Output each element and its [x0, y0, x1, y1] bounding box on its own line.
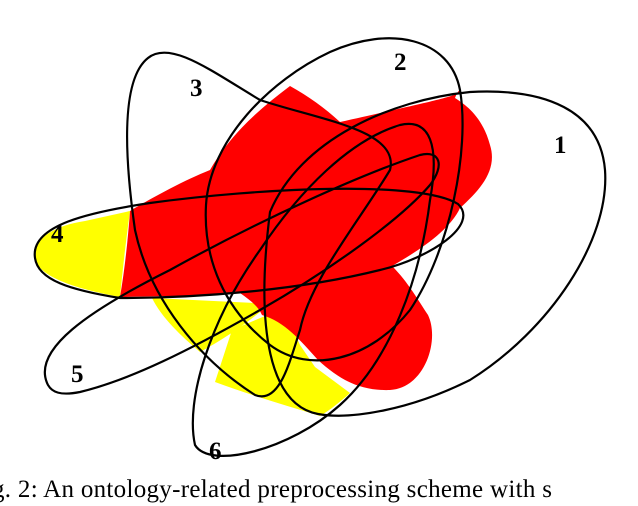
- yellow-region-lower-left: [152, 298, 260, 352]
- set-3-outline: [126, 51, 392, 398]
- set-label-2: 2: [394, 49, 407, 76]
- set-5-outline: [43, 152, 440, 395]
- yellow-region-set4-left: [34, 211, 130, 297]
- set-2-outline: [204, 37, 464, 362]
- figure-caption: g. 2: An ontology-related preprocessing …: [0, 476, 553, 503]
- set-1-outline: [263, 90, 607, 417]
- set-label-5: 5: [71, 361, 84, 388]
- set-label-6: 6: [209, 438, 222, 465]
- set-label-1: 1: [554, 132, 567, 159]
- set-label-4: 4: [51, 221, 64, 248]
- red-region: [120, 86, 492, 391]
- set-6-outline: [191, 122, 435, 457]
- set-label-3: 3: [190, 75, 203, 102]
